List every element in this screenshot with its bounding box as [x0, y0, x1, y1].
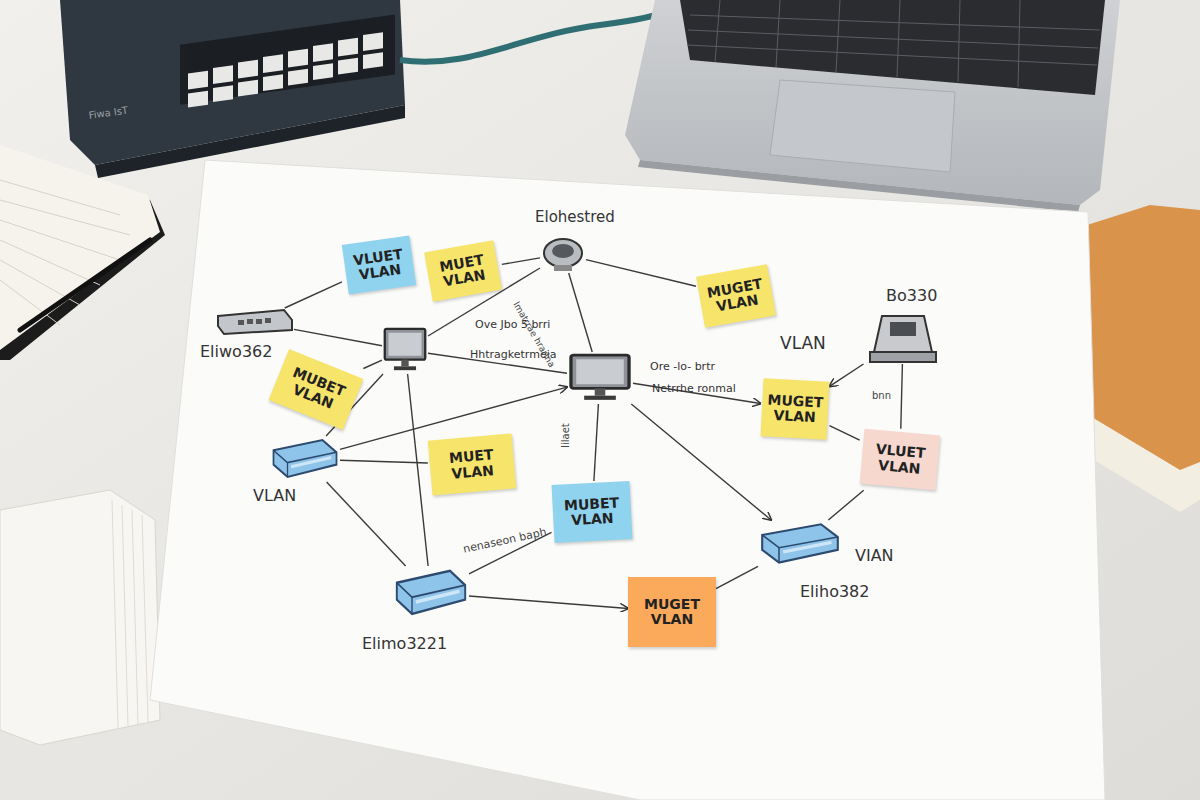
hub-icon [540, 235, 586, 273]
connector-line [327, 482, 406, 566]
scribble-note: Iilaet [560, 423, 571, 448]
device-label: Bo330 [886, 286, 937, 305]
sticky-text: MUGET VLAN [765, 392, 825, 426]
sticky-text: VLUET VLAN [347, 246, 411, 285]
network-device: Bo330 [862, 312, 944, 364]
sticky-text: MUBET VLAN [556, 495, 628, 529]
monitor-icon [567, 352, 633, 404]
router-icon [214, 308, 294, 336]
device-label: VIAN [855, 546, 894, 565]
switch-icon [270, 436, 340, 482]
sticky-text: MUET VLAN [433, 446, 511, 483]
sticky-note: VLUET VLAN [860, 429, 941, 490]
connector-line [469, 596, 628, 609]
paper-sheet [150, 160, 1105, 800]
switch-icon [393, 566, 469, 620]
network-device: Ore -lo- brtrNetrrhe ronmal [567, 352, 633, 404]
device-label: VLAN [253, 486, 296, 505]
device-label: Netrrhe ronmal [652, 382, 736, 395]
sticky-note: MUGET VLAN [761, 378, 830, 439]
connector-line [502, 258, 540, 265]
device-label: Elohestred [535, 208, 615, 226]
scribble-note: bnn [872, 390, 891, 401]
connector-line [830, 426, 860, 441]
connector-line [830, 364, 864, 386]
connector-line [294, 329, 382, 345]
connector-line [828, 490, 863, 520]
network-device: VLAN [270, 436, 340, 482]
laptop [625, 0, 1120, 212]
sticky-note: MUGET VLAN [628, 577, 716, 647]
device-label: Ore -lo- brtr [650, 360, 715, 373]
device-label: Eliwo362 [200, 342, 272, 361]
connector-line [594, 404, 599, 481]
sticky-note: MUBET VLAN [552, 481, 633, 543]
connector-line [586, 260, 696, 287]
switch-icon [758, 520, 842, 568]
connector-line [569, 273, 593, 352]
server-icon [862, 312, 944, 364]
notebook [0, 145, 165, 360]
sticky-text: MUGET VLAN [702, 275, 770, 316]
network-cable [400, 10, 670, 62]
scribble-note: VLAN [780, 333, 826, 353]
connector-line [340, 460, 428, 463]
sticky-note: VLUET VLAN [342, 236, 416, 295]
sticky-text: MUET VLAN [430, 250, 496, 291]
device-label: Ove Jbo 5 brri [475, 318, 550, 331]
network-device: Elohestred [540, 235, 586, 273]
connector-line [716, 566, 758, 588]
network-switch [60, 0, 405, 178]
connector-line [363, 360, 382, 368]
connector-line [285, 282, 342, 308]
sticky-text: VLUET VLAN [865, 441, 935, 478]
network-device: Eliwo362 [214, 308, 294, 336]
connector-line [408, 374, 429, 566]
device-label: Eliho382 [800, 582, 869, 601]
network-device: Ove Jbo 5 brriHhtragketrmeia [382, 326, 428, 374]
connector-line [631, 404, 771, 520]
network-device: VIANEliho382 [758, 520, 842, 568]
sticky-text: MUGET VLAN [632, 597, 712, 628]
network-device: Elimo3221 [393, 566, 469, 620]
sticky-note: MUET VLAN [428, 433, 516, 495]
device-label: Elimo3221 [362, 634, 447, 653]
monitor-icon [382, 326, 428, 374]
connector-line [901, 364, 903, 429]
paper-stack [0, 490, 160, 745]
